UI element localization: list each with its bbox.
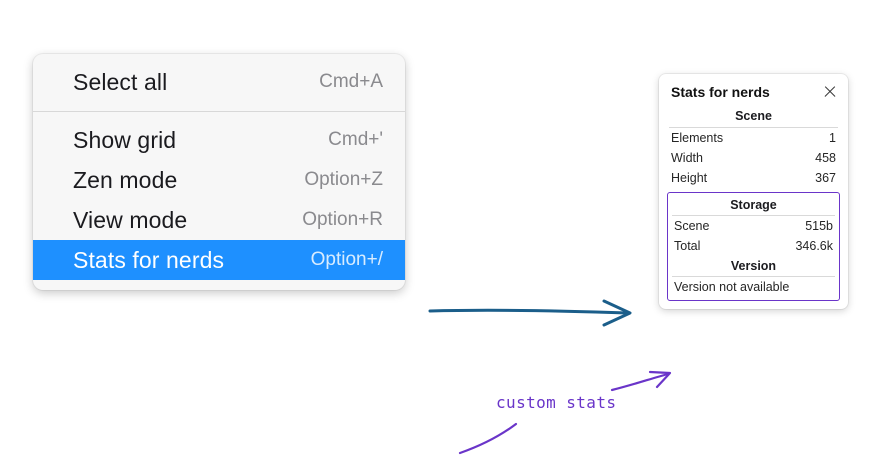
storage-section-heading: Storage xyxy=(730,198,777,212)
menu-item-stats-for-nerds[interactable]: Stats for nerds Option+/ xyxy=(33,240,405,280)
menu-item-label: View mode xyxy=(73,206,188,233)
scene-section-heading: Scene xyxy=(735,109,772,123)
menu-item-view-mode[interactable]: View mode Option+R xyxy=(33,200,405,240)
purple-arrow-icon xyxy=(610,370,672,392)
menu-group-1: Select all Cmd+A xyxy=(33,62,405,102)
menu-item-select-all[interactable]: Select all Cmd+A xyxy=(33,62,405,102)
menu-item-label: Stats for nerds xyxy=(73,246,225,273)
menu-item-shortcut: Option+/ xyxy=(310,249,383,270)
menu-item-label: Show grid xyxy=(73,126,177,153)
menu-item-label: Select all xyxy=(73,68,168,95)
blue-arrow-icon xyxy=(428,299,632,327)
menu-item-shortcut: Cmd+A xyxy=(319,71,383,92)
menu-item-shortcut: Option+Z xyxy=(304,169,383,190)
stat-key: Height xyxy=(671,171,708,185)
menu-item-show-grid[interactable]: Show grid Cmd+' xyxy=(33,120,405,160)
stat-value: 515b xyxy=(805,219,833,233)
stat-row: Elements 1 xyxy=(659,128,848,148)
context-menu[interactable]: Select all Cmd+A Show grid Cmd+' Zen mod… xyxy=(33,54,405,290)
custom-stats-box: Storage Scene 515b Total 346.6k Version … xyxy=(667,192,840,301)
stat-key: Total xyxy=(674,239,701,253)
stat-value: 346.6k xyxy=(795,239,833,253)
stats-for-nerds-panel: Stats for nerds Scene Elements 1 Width 4… xyxy=(659,74,848,309)
menu-group-2: Show grid Cmd+' Zen mode Option+Z View m… xyxy=(33,120,405,280)
close-icon[interactable] xyxy=(822,84,838,100)
version-section-heading: Version xyxy=(730,259,777,273)
stat-key: Elements xyxy=(671,131,724,145)
stat-row: Height 367 xyxy=(659,168,848,188)
stat-value: 367 xyxy=(815,171,836,185)
purple-underline-stroke xyxy=(458,422,518,455)
menu-item-shortcut: Cmd+' xyxy=(328,129,383,150)
menu-item-zen-mode[interactable]: Zen mode Option+Z xyxy=(33,160,405,200)
stat-row: Scene 515b xyxy=(668,216,839,236)
stat-row: Total 346.6k xyxy=(668,236,839,256)
divider xyxy=(669,127,838,128)
stat-value: 1 xyxy=(829,131,836,145)
stats-panel-title: Stats for nerds xyxy=(671,84,770,100)
version-text: Version not available xyxy=(674,280,790,294)
divider xyxy=(672,276,835,277)
stat-key: Scene xyxy=(674,219,710,233)
divider xyxy=(672,215,835,216)
stats-panel-header: Stats for nerds xyxy=(659,82,848,106)
menu-item-shortcut: Option+R xyxy=(302,209,383,230)
stat-key: Width xyxy=(671,151,703,165)
annotation-caption: custom stats xyxy=(496,393,617,412)
stat-value: 458 xyxy=(815,151,836,165)
menu-item-label: Zen mode xyxy=(73,166,178,193)
stat-row: Width 458 xyxy=(659,148,848,168)
menu-separator xyxy=(33,111,405,112)
